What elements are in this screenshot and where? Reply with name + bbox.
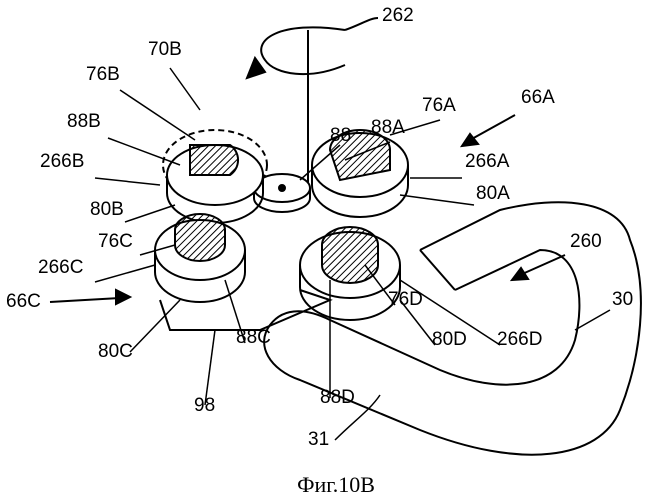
label-266C: 266C xyxy=(38,258,83,277)
label-88: 88 xyxy=(330,126,351,145)
disc-C xyxy=(155,214,245,302)
label-88B: 88B xyxy=(67,112,101,131)
disc-A xyxy=(312,130,408,217)
label-76B: 76B xyxy=(86,65,120,84)
figure-caption: Фиг.10B xyxy=(0,472,672,498)
label-76A: 76A xyxy=(422,96,456,115)
label-30: 30 xyxy=(612,290,633,309)
label-266B: 266B xyxy=(40,152,84,171)
label-70B: 70B xyxy=(148,40,182,59)
label-88C: 88C xyxy=(236,328,271,347)
label-66A: 66A xyxy=(521,88,555,107)
label-262: 262 xyxy=(382,6,414,25)
label-98: 98 xyxy=(194,396,215,415)
label-80C: 80C xyxy=(98,342,133,361)
label-260: 260 xyxy=(570,232,602,251)
label-76D: 76D xyxy=(388,290,423,309)
label-266D: 266D xyxy=(497,330,542,349)
label-31: 31 xyxy=(308,430,329,449)
label-76C: 76C xyxy=(98,232,133,251)
label-266A: 266A xyxy=(465,152,509,171)
base-plate xyxy=(160,290,330,330)
disc-B xyxy=(163,130,267,223)
label-88A: 88A xyxy=(371,118,405,137)
label-80A: 80A xyxy=(476,184,510,203)
label-66C: 66C xyxy=(6,292,41,311)
label-80B: 80B xyxy=(90,200,124,219)
label-80D: 80D xyxy=(432,330,467,349)
label-88D: 88D xyxy=(320,388,355,407)
